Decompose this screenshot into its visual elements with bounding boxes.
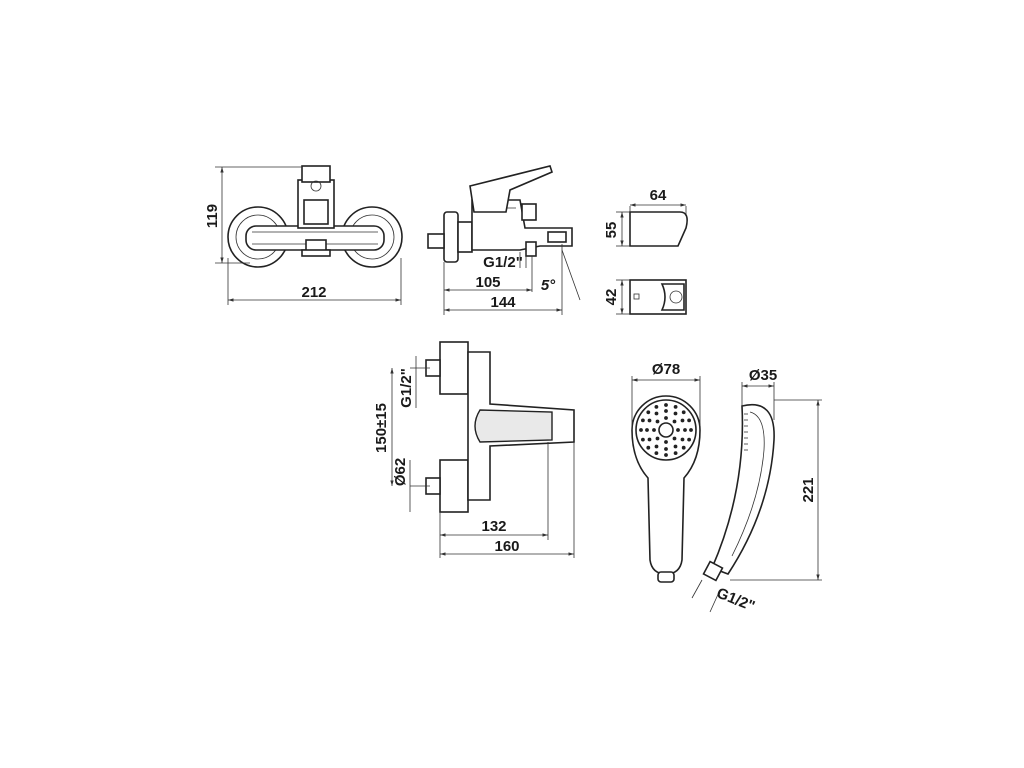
shower-thread-label: G1/2" [714,585,757,616]
nozzle-dot [664,440,668,444]
nozzle-dot [652,428,656,432]
nozzle-dot [654,444,659,449]
nozzle-dot [664,409,668,413]
side-thread-label: G1/2" [483,254,523,271]
nozzle-dot [641,437,645,442]
nozzle-dot [676,428,680,432]
top-spacing-label: 150±15 [373,403,390,453]
shower-front-diameter-label: Ø78 [652,361,680,378]
holder-side [629,211,688,247]
nozzle-dot [672,419,677,424]
nozzle-dot [664,453,668,457]
top-diameter-label: Ø62 [392,458,409,486]
side-connector [427,233,445,249]
nozzle-dot [681,445,686,450]
nozzle-dot [680,418,685,423]
lever-top [301,165,331,183]
shower-head-side [710,404,775,575]
side-view: G1/2" 105 144 5° [427,165,581,315]
nozzle-dot [647,418,652,423]
side-angle-label: 5° [541,277,556,294]
nozzle-dot [673,405,678,409]
nozzle-dot [654,405,659,409]
top-thread-label: G1/2" [398,368,415,408]
front-height-label: 119 [204,204,221,228]
nozzle-dot [639,428,643,432]
nozzle-dot [681,410,686,415]
nozzle-dot [641,418,645,423]
shower-side-view: Ø35 221 G1/2" [691,367,822,616]
top-lower-flange [439,459,469,513]
side-depth1-label: 105 [475,274,500,291]
side-flange [443,211,459,263]
nozzle-dot [664,403,668,407]
holder-height-label: 55 [603,222,620,239]
top-total-label: 160 [494,538,519,555]
shower-nozzles [639,403,693,457]
nozzle-dot [646,410,651,415]
nozzle-dot [647,437,652,442]
nozzle-dot [664,416,668,420]
nozzle-dot [673,444,678,449]
holder-depth-label: 42 [603,289,620,306]
nozzle-dot [673,451,678,455]
nozzle-dot [654,451,659,455]
nozzle-dot [687,437,691,442]
shower-front-view: Ø78 [631,361,701,583]
top-upper-flange [439,341,469,395]
nozzle-dot [680,437,685,442]
side-nozzles [744,413,748,451]
side-diverter [521,203,537,221]
side-lever [469,165,553,213]
nozzle-dot [672,436,677,441]
nozzle-dot [683,428,687,432]
nozzle-dot [655,419,660,424]
nozzle-dot [655,436,660,441]
nozzle-dot [687,418,691,423]
top-view: 150±15 G1/2" Ø62 132 160 [373,341,575,558]
nozzle-dot [664,447,668,451]
top-spout-label: 132 [481,518,506,535]
side-depth2-label: 144 [490,294,516,311]
holder-width-label: 64 [650,187,667,204]
shower-side-diameter-label: Ø35 [749,367,777,384]
nozzle-dot [673,411,678,416]
front-view: 119 212 [204,165,403,305]
front-width-label: 212 [301,284,326,301]
nozzle-dot [646,445,651,450]
nozzle-dot [645,428,649,432]
shower-length-label: 221 [800,477,817,502]
nozzle-dot [654,411,659,416]
nozzle-dot [689,428,693,432]
holder-views: 64 55 42 [603,187,688,315]
